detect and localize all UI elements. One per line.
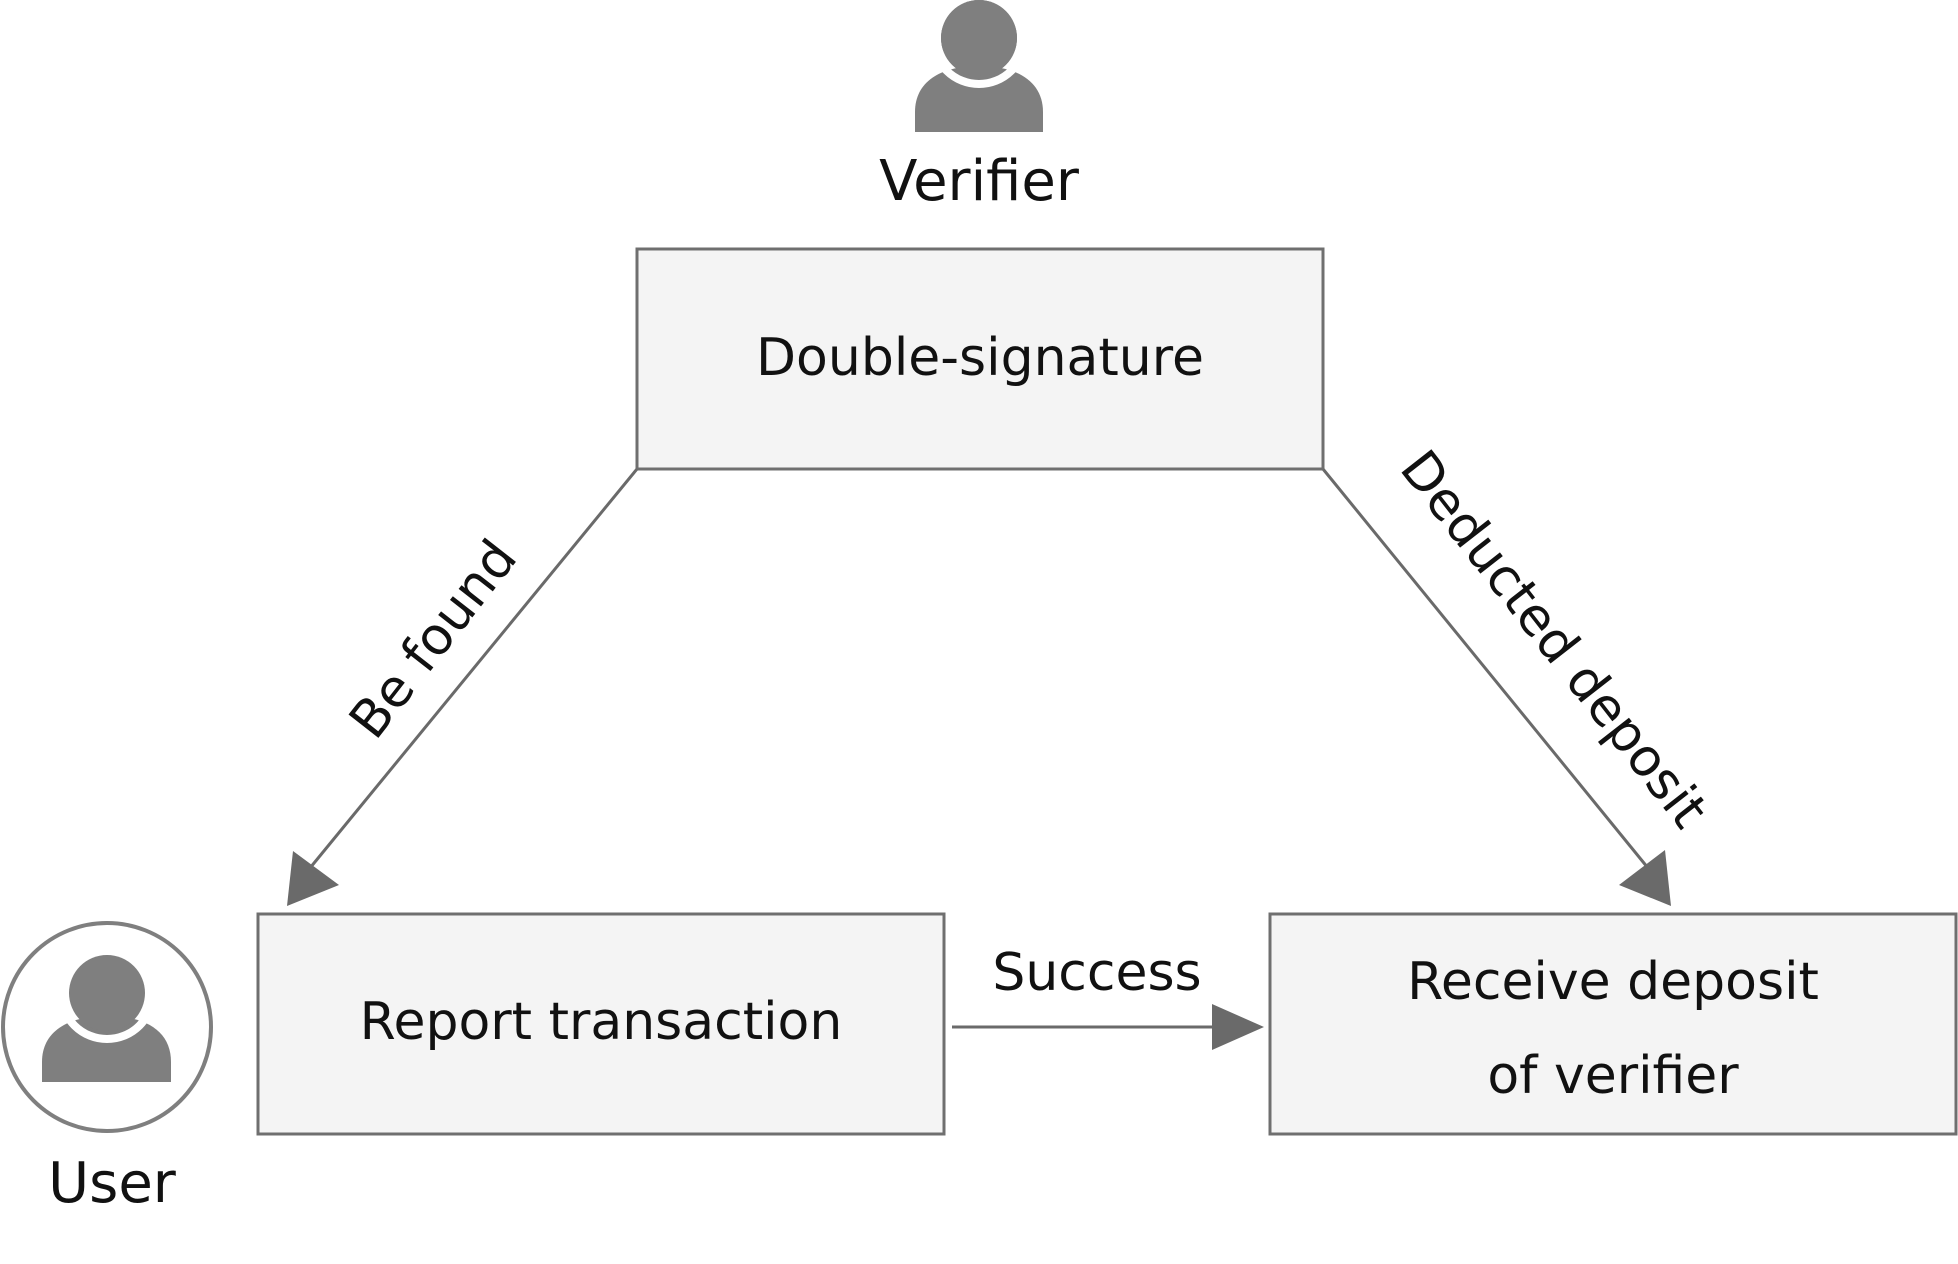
edge-success: Success bbox=[952, 943, 1264, 1050]
user-label: User bbox=[48, 1151, 177, 1216]
arrow-head-icon bbox=[1212, 1004, 1264, 1050]
node-double-signature: Double-signature bbox=[635, 247, 1325, 471]
node-box bbox=[256, 912, 946, 1136]
edge-label: Deducted deposit bbox=[1388, 440, 1719, 840]
node-label: Double-signature bbox=[756, 328, 1204, 388]
user-actor: User bbox=[1, 921, 213, 1216]
edge-deducted-deposit: Deducted deposit bbox=[1321, 440, 1719, 906]
person-icon bbox=[915, 0, 1043, 132]
arrow-head-icon bbox=[1619, 850, 1671, 906]
node-label-line2: of verifier bbox=[1487, 1046, 1739, 1106]
verifier-actor: Verifier bbox=[879, 0, 1080, 214]
node-receive-deposit: Receive deposit of verifier bbox=[1268, 912, 1958, 1136]
edge-line bbox=[1321, 468, 1650, 869]
person-icon bbox=[42, 943, 171, 1082]
edge-label: Success bbox=[992, 943, 1201, 1003]
verifier-label: Verifier bbox=[879, 149, 1080, 214]
node-report-transaction: Report transaction bbox=[256, 912, 946, 1136]
node-box bbox=[635, 247, 1325, 471]
edge-line bbox=[308, 468, 639, 869]
edge-be-found: Be found bbox=[287, 468, 639, 906]
node-box bbox=[1268, 912, 1958, 1136]
node-label-line1: Receive deposit bbox=[1407, 952, 1819, 1012]
node-label: Report transaction bbox=[360, 992, 843, 1052]
arrow-head-icon bbox=[287, 851, 339, 906]
